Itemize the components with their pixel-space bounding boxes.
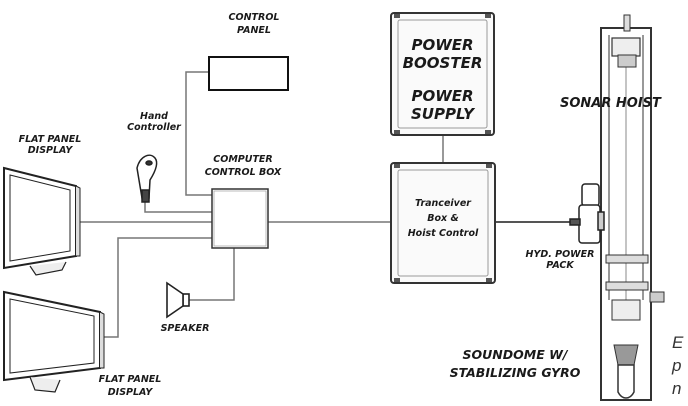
line-speaker: [188, 248, 235, 301]
tranceiver-box: [390, 162, 496, 284]
computer-control-box: [211, 188, 269, 249]
line-display-bottom: [104, 237, 212, 338]
flat-panel-display-top-label: FLAT PANEL DISPLAY: [18, 134, 82, 156]
flat-panel-display-top: [3, 166, 81, 276]
cut-off-caption: E p n: [672, 333, 684, 398]
line-hand-controller: [144, 200, 212, 213]
hyd-power-pack-label: HYD. POWER PACK: [525, 249, 595, 271]
computer-control-box-label: COMPUTER CONTROL BOX: [204, 154, 282, 178]
hand-controller-icon: [136, 154, 158, 203]
control-panel-box: [208, 56, 289, 91]
hand-controller-label: Hand Controller: [127, 111, 181, 133]
speaker-label: SPEAKER: [160, 323, 210, 334]
flat-panel-display-bottom-label: FLAT PANEL DISPLAY: [98, 374, 162, 398]
hyd-power-pack: [569, 183, 605, 244]
power-booster-label: POWER BOOSTER: [402, 36, 483, 72]
tranceiver-label: Tranceiver Box & Hoist Control: [407, 198, 479, 239]
connection-lines: [78, 71, 570, 338]
power-booster-box: [390, 12, 495, 136]
power-supply-label: POWER SUPPLY: [410, 87, 475, 123]
soundome-label: SOUNDOME W/ STABILIZING GYRO: [449, 347, 581, 381]
sonar-hoist: [600, 14, 665, 401]
flat-panel-display-bottom: [3, 290, 105, 393]
speaker-icon: [166, 281, 190, 319]
line-control-panel: [185, 71, 212, 196]
control-panel-label: CONTROL PANEL: [228, 12, 280, 36]
sonar-hoist-label: SONAR HOIST: [560, 96, 661, 111]
